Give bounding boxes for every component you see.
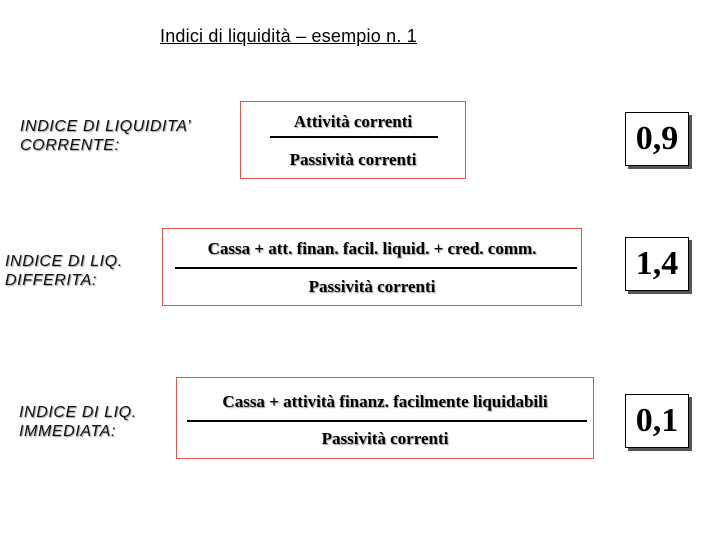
numerator: Attività correnti <box>293 112 413 131</box>
numerator: Cassa + att. finan. facil. liquid. + cre… <box>207 239 537 258</box>
label-line-2: CORRENTE: <box>20 137 120 154</box>
denominator: Passività correnti <box>321 429 449 448</box>
label-line-2: DIFFERITA: <box>5 272 97 289</box>
fraction-bar <box>175 267 577 269</box>
result-box-immediata: 0,1 <box>625 394 689 448</box>
label-line-1: INDICE DI LIQ. <box>19 404 137 421</box>
result-box-differita: 1,4 <box>625 237 689 291</box>
page-title: Indici di liquidità – esempio n. 1 <box>160 26 417 46</box>
fraction-bar <box>270 136 438 138</box>
label-indice-immediata: INDICE DI LIQ. IMMEDIATA: <box>19 403 137 441</box>
denominator: Passività correnti <box>289 150 417 169</box>
fraction-bar <box>187 420 587 422</box>
result-box-corrente: 0,9 <box>625 112 689 166</box>
formula-box-immediata: Cassa + attività finanz. facilmente liqu… <box>176 377 594 459</box>
label-indice-differita: INDICE DI LIQ. DIFFERITA: <box>5 252 123 290</box>
label-line-1: INDICE DI LIQ. <box>5 253 123 270</box>
label-line-2: IMMEDIATA: <box>19 423 116 440</box>
label-line-1: INDICE DI LIQUIDITA’ <box>20 118 192 135</box>
numerator: Cassa + attività finanz. facilmente liqu… <box>222 392 548 411</box>
formula-box-corrente: Attività correnti Passività correnti <box>240 101 466 179</box>
denominator: Passività correnti <box>308 277 436 296</box>
formula-box-differita: Cassa + att. finan. facil. liquid. + cre… <box>162 228 582 306</box>
label-indice-corrente: INDICE DI LIQUIDITA’ CORRENTE: <box>20 117 191 155</box>
